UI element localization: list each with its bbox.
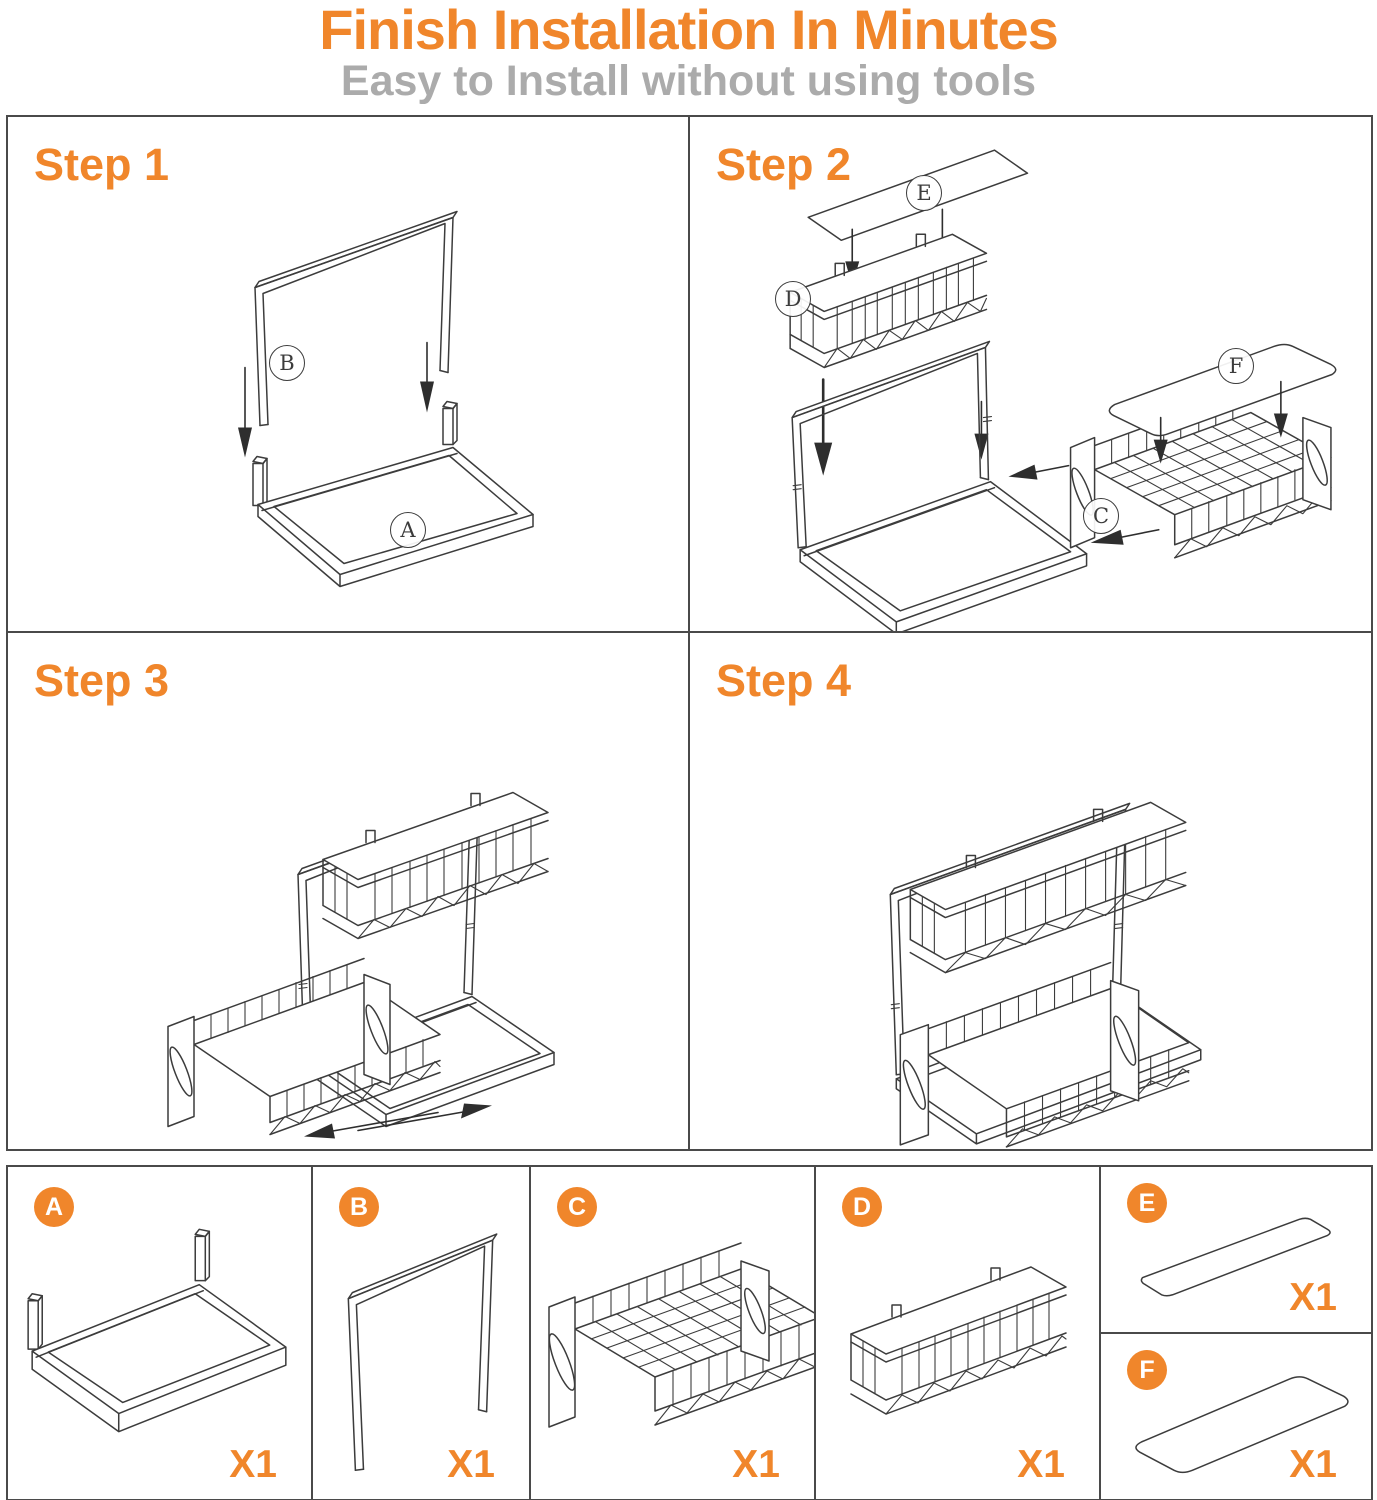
part-cells-ef: E X1 F X1 bbox=[1101, 1167, 1371, 1499]
part-qty-a: X1 bbox=[229, 1443, 277, 1486]
callout-c: C bbox=[1083, 498, 1119, 534]
step-1-panel: Step 1 bbox=[8, 117, 690, 633]
part-badge-d: D bbox=[842, 1187, 882, 1227]
step-2-label: Step 2 bbox=[716, 139, 852, 190]
header: Finish Installation In Minutes Easy to I… bbox=[0, 0, 1377, 103]
callout-a: A bbox=[390, 512, 426, 548]
step-4-diagram bbox=[889, 801, 1202, 1148]
parts-grid: A X1 B X1 bbox=[6, 1165, 1373, 1500]
part-cell-d: D X1 bbox=[816, 1167, 1101, 1499]
part-badge-c: C bbox=[557, 1187, 597, 1227]
part-cell-e: E X1 bbox=[1101, 1167, 1371, 1334]
part-badge-a: A bbox=[34, 1187, 74, 1227]
part-cell-f: F X1 bbox=[1101, 1334, 1371, 1499]
part-c-diagram bbox=[548, 1242, 814, 1428]
part-qty-c: X1 bbox=[732, 1443, 780, 1486]
steps-grid: Step 1 bbox=[6, 115, 1373, 1151]
part-a-diagram bbox=[27, 1228, 287, 1433]
step-1-label: Step 1 bbox=[34, 139, 170, 190]
part-cell-a: A X1 bbox=[8, 1167, 313, 1499]
step-4-panel: Step 4 bbox=[690, 633, 1371, 1149]
step-2-panel: Step 2 bbox=[690, 117, 1371, 633]
step-1-diagram bbox=[238, 210, 534, 588]
step-3-label: Step 3 bbox=[34, 655, 170, 706]
callout-f: F bbox=[1218, 348, 1254, 384]
callout-d: D bbox=[775, 281, 811, 317]
part-qty-b: X1 bbox=[447, 1443, 495, 1486]
part-b-diagram bbox=[347, 1233, 498, 1472]
callout-e: E bbox=[906, 175, 942, 211]
part-d-diagram bbox=[850, 1266, 1067, 1415]
part-badge-e: E bbox=[1127, 1183, 1167, 1223]
part-f-diagram bbox=[1135, 1376, 1349, 1474]
step-3-diagram bbox=[167, 791, 555, 1139]
page-subtitle: Easy to Install without using tools bbox=[340, 57, 1037, 105]
page-title: Finish Installation In Minutes bbox=[319, 0, 1058, 61]
part-cell-b: B X1 bbox=[313, 1167, 531, 1499]
part-qty-e: X1 bbox=[1289, 1276, 1337, 1319]
step-2-diagram bbox=[789, 149, 1337, 631]
part-cell-c: C X1 bbox=[531, 1167, 816, 1499]
part-qty-f: X1 bbox=[1289, 1443, 1337, 1486]
callout-b: B bbox=[269, 345, 305, 381]
step-3-panel: Step 3 bbox=[8, 633, 690, 1149]
part-badge-f: F bbox=[1127, 1350, 1167, 1390]
part-qty-d: X1 bbox=[1017, 1443, 1065, 1486]
step-4-label: Step 4 bbox=[716, 655, 852, 706]
part-badge-b: B bbox=[339, 1187, 379, 1227]
part-e-diagram bbox=[1140, 1217, 1331, 1297]
